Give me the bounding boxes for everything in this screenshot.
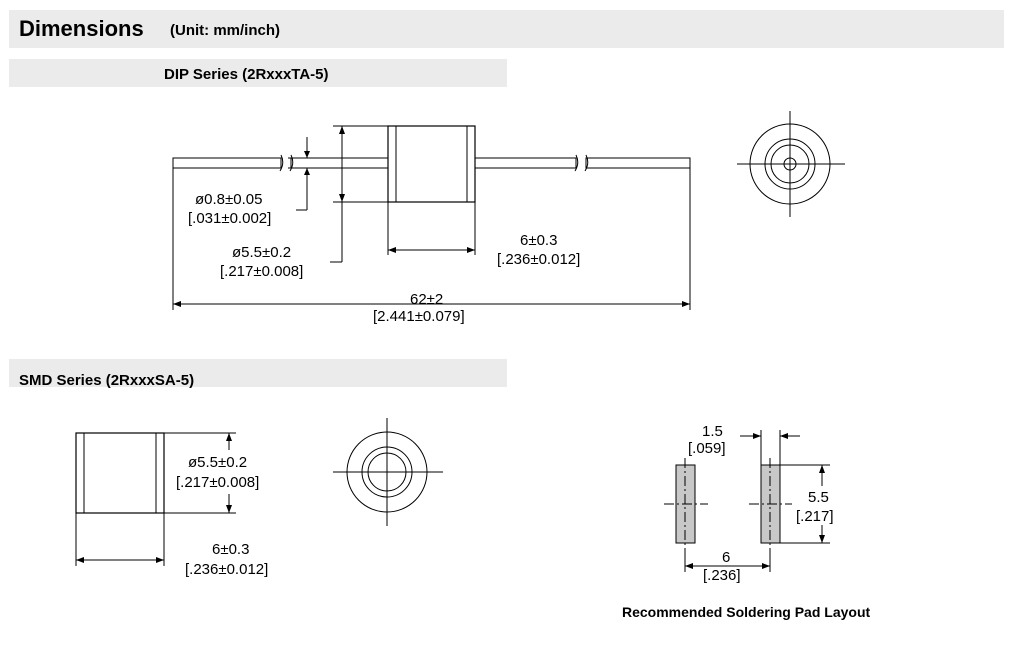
dip-lead-left-outer — [172, 157, 282, 169]
smd-body-diameter-in: [.217±0.008] — [176, 474, 259, 491]
page-title: Dimensions — [19, 16, 144, 41]
pad-width: 1.5 — [702, 423, 723, 440]
pad-height-in: [.217] — [796, 508, 834, 525]
smd-end-view — [333, 418, 443, 526]
dip-lead-diameter-in: [.031±0.002] — [188, 210, 271, 227]
smd-side-view — [75, 432, 236, 566]
dip-body-diameter: ø5.5±0.2 — [232, 244, 291, 261]
smd-body-length-in: [.236±0.012] — [185, 561, 268, 578]
smd-section-bar — [9, 359, 507, 387]
dip-body — [387, 125, 476, 203]
dip-section-bar — [9, 59, 507, 87]
dip-lead-right-inner — [474, 157, 577, 169]
pad-spacing: 6 — [722, 549, 730, 566]
dip-lead-left-inner — [290, 157, 389, 169]
dip-section-title: DIP Series (2RxxxTA-5) — [164, 66, 329, 83]
pad-width-in: [.059] — [688, 440, 726, 457]
header-bar — [9, 10, 1004, 48]
dip-lead-break-marks — [279, 154, 589, 172]
dip-lead-diameter: ø0.8±0.05 — [195, 191, 262, 208]
unit-note: (Unit: mm/inch) — [170, 22, 280, 39]
pad-height: 5.5 — [808, 489, 829, 506]
dip-total-length: 62±2 — [410, 291, 443, 308]
dip-lead-right-outer — [585, 157, 691, 169]
dip-body-diameter-in: [.217±0.008] — [220, 263, 303, 280]
dip-body-length-in: [.236±0.012] — [497, 251, 580, 268]
pad-layout-caption: Recommended Soldering Pad Layout — [622, 604, 871, 620]
pad-layout — [664, 430, 830, 572]
smd-section-title: SMD Series (2RxxxSA-5) — [19, 372, 195, 389]
dip-total-length-in: [2.441±0.079] — [373, 308, 465, 325]
dip-end-view — [737, 111, 845, 217]
smd-body-length: 6±0.3 — [212, 541, 249, 558]
smd-body — [75, 432, 165, 514]
dip-side-view — [172, 125, 691, 310]
smd-body-diameter: ø5.5±0.2 — [188, 454, 247, 471]
pad-spacing-in: [.236] — [703, 567, 741, 584]
dip-body-length: 6±0.3 — [520, 232, 557, 249]
